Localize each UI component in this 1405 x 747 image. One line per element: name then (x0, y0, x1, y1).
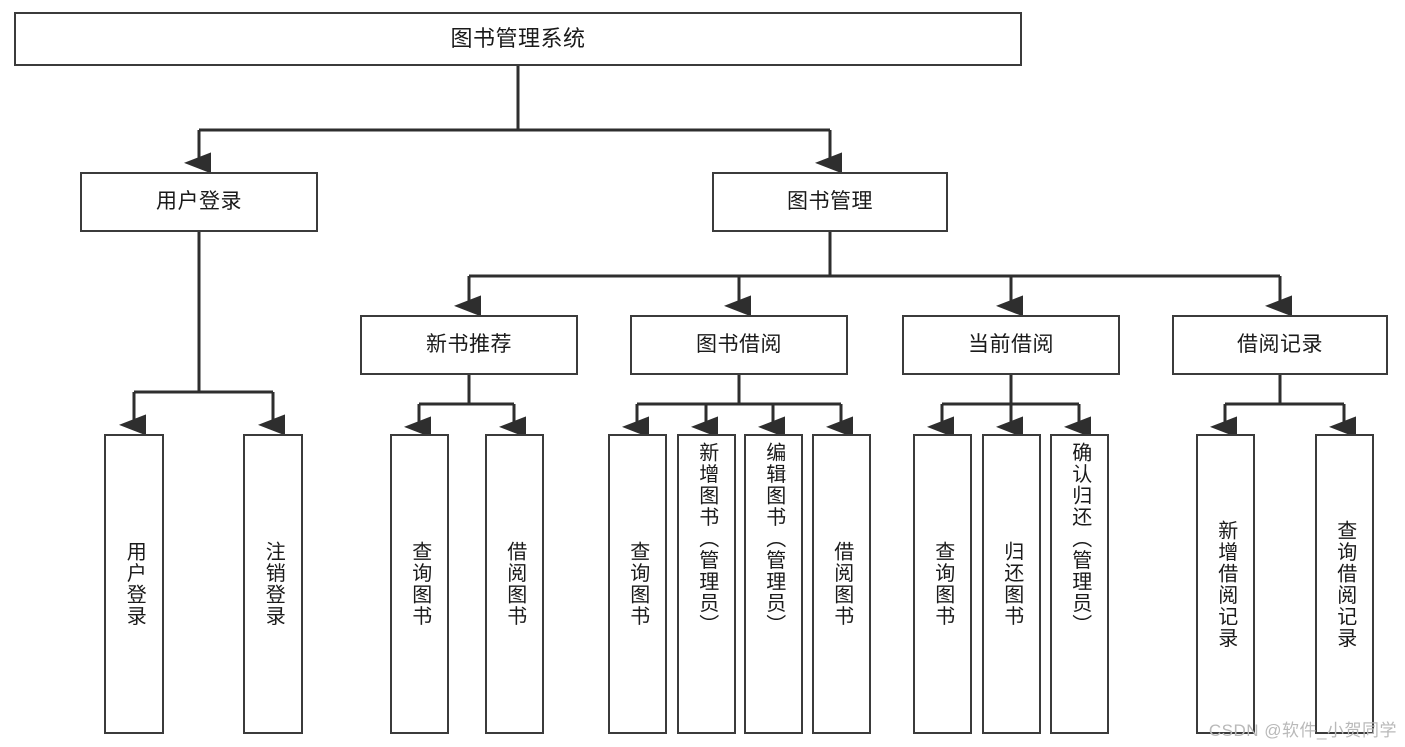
leaf-query-book-3[interactable]: 查询图书 (913, 434, 972, 734)
node-root-label: 图书管理系统 (450, 26, 586, 52)
leaf-add-book[interactable]: 新增图书（管理员） (677, 434, 736, 734)
node-root[interactable]: 图书管理系统 (14, 12, 1022, 66)
leaf-user-login[interactable]: 用户登录 (104, 434, 164, 734)
leaf-add-record[interactable]: 新增借阅记录 (1196, 434, 1255, 734)
leaf-query-record[interactable]: 查询借阅记录 (1315, 434, 1374, 734)
node-user-login[interactable]: 用户登录 (80, 172, 318, 232)
node-borrow-record-label: 借阅记录 (1237, 332, 1323, 356)
leaf-user-logout[interactable]: 注销登录 (243, 434, 303, 734)
node-new-book-recommend-label: 新书推荐 (426, 332, 512, 356)
leaf-edit-book-label: 编辑图书（管理员） (762, 442, 785, 636)
leaf-user-logout-label: 注销登录 (262, 541, 285, 627)
node-book-borrow-label: 图书借阅 (696, 332, 782, 356)
leaf-borrow-book-2[interactable]: 借阅图书 (812, 434, 871, 734)
node-borrow-record[interactable]: 借阅记录 (1172, 315, 1388, 375)
leaf-query-book-2[interactable]: 查询图书 (608, 434, 667, 734)
node-book-borrow[interactable]: 图书借阅 (630, 315, 848, 375)
leaf-borrow-book-1-label: 借阅图书 (503, 541, 526, 627)
leaf-confirm-return[interactable]: 确认归还（管理员） (1050, 434, 1109, 734)
node-current-borrow[interactable]: 当前借阅 (902, 315, 1120, 375)
node-new-book-recommend[interactable]: 新书推荐 (360, 315, 578, 375)
leaf-query-record-label: 查询借阅记录 (1333, 519, 1356, 649)
leaf-borrow-book-1[interactable]: 借阅图书 (485, 434, 544, 734)
leaf-query-book-1[interactable]: 查询图书 (390, 434, 449, 734)
leaf-borrow-book-2-label: 借阅图书 (830, 541, 853, 627)
leaf-add-book-label: 新增图书（管理员） (695, 442, 718, 636)
leaf-query-book-3-label: 查询图书 (931, 541, 954, 627)
node-book-management[interactable]: 图书管理 (712, 172, 948, 232)
leaf-return-book-label: 归还图书 (1000, 541, 1023, 627)
node-user-login-label: 用户登录 (156, 189, 242, 213)
node-book-management-label: 图书管理 (787, 189, 873, 213)
watermark: CSDN @软件_小贺同学 (1208, 721, 1397, 740)
leaf-confirm-return-label: 确认归还（管理员） (1068, 442, 1091, 636)
leaf-edit-book[interactable]: 编辑图书（管理员） (744, 434, 803, 734)
node-current-borrow-label: 当前借阅 (968, 332, 1054, 356)
leaf-return-book[interactable]: 归还图书 (982, 434, 1041, 734)
leaf-query-book-2-label: 查询图书 (626, 541, 649, 627)
leaf-add-record-label: 新增借阅记录 (1214, 519, 1237, 649)
leaf-query-book-1-label: 查询图书 (408, 541, 431, 627)
leaf-user-login-label: 用户登录 (123, 541, 146, 627)
